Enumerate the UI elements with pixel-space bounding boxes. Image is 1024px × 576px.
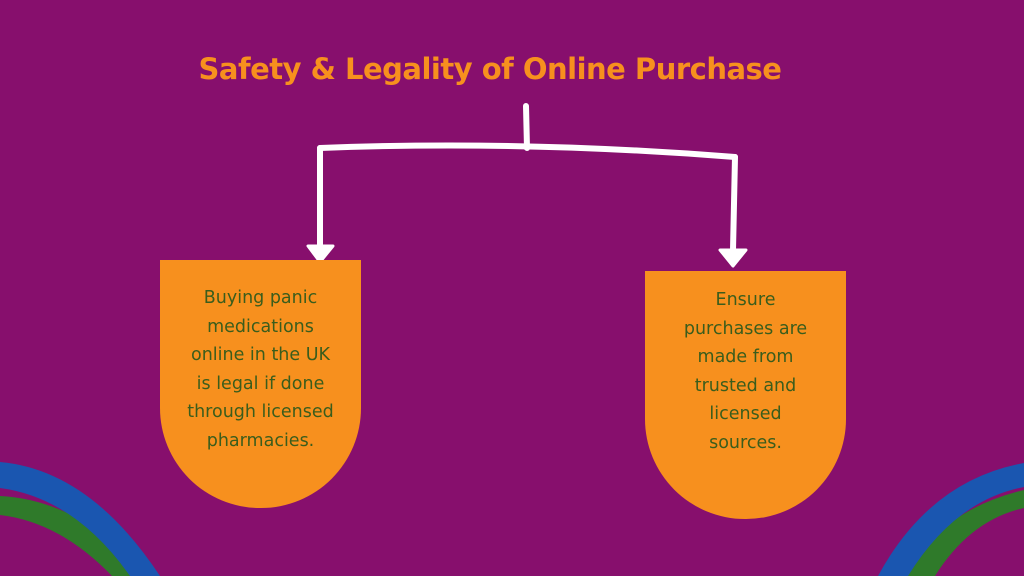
info-card-left-text: Buying panic medications online in the U… — [187, 288, 334, 451]
right-green-arc — [905, 490, 1024, 576]
arrow-down-icon — [718, 248, 748, 268]
info-card-left: Buying panic medications online in the U… — [160, 260, 361, 508]
info-card-right-text: Ensure purchases are made from trusted a… — [683, 290, 808, 453]
connector-bar — [317, 142, 738, 160]
connector-stem — [523, 103, 530, 151]
left-blue-arc — [0, 462, 160, 576]
arrow-down-icon — [306, 244, 335, 264]
left-green-arc — [0, 496, 150, 576]
right-blue-arc — [878, 463, 1024, 576]
connector-right-drop — [730, 154, 738, 253]
slide-title: Safety & Legality of Online Purchase — [198, 52, 782, 86]
info-card-right: Ensure purchases are made from trusted a… — [645, 271, 846, 519]
